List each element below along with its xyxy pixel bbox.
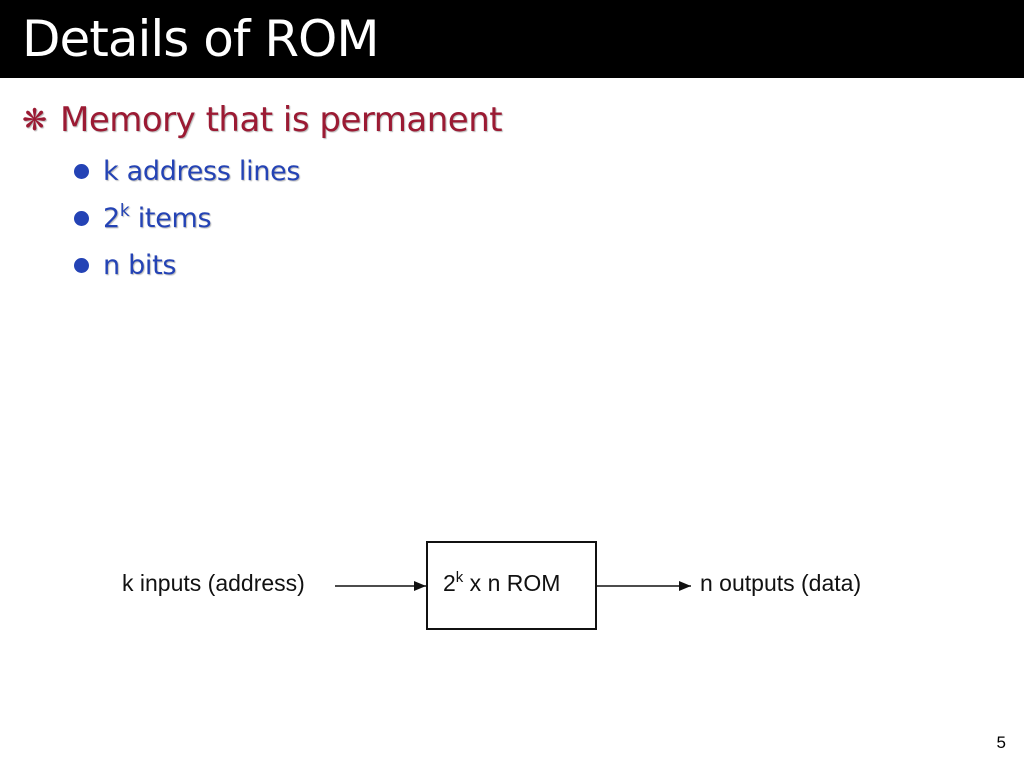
input-label: k inputs (address) — [122, 570, 305, 596]
sub-bullet-text: k address lines — [103, 155, 301, 187]
sub-bullet-rest: items — [129, 202, 212, 234]
page-number: 5 — [996, 733, 1006, 752]
slide-title: Details of ROM — [22, 10, 380, 68]
output-label: n outputs (data) — [700, 570, 862, 596]
sub-bullet-base: 2 — [103, 202, 120, 234]
sub-bullet-text: 2k items — [103, 200, 212, 234]
asterisk-icon: ❋ — [22, 102, 47, 138]
dot-icon — [74, 257, 89, 273]
title-bar: Details of ROM — [0, 0, 1024, 78]
sub-bullet-exponent: k — [119, 200, 130, 221]
rom-block-rest: x n ROM — [463, 570, 561, 596]
rom-diagram: k inputs (address) 2k x n ROM n outputs … — [0, 530, 1024, 650]
rom-block-exponent: k — [455, 569, 464, 586]
main-bullet: ❋ Memory that is permanent — [22, 96, 503, 144]
sub-bullet: k address lines — [74, 151, 300, 191]
rom-block — [426, 541, 597, 630]
main-bullet-text: Memory that is permanent — [60, 100, 503, 140]
sub-bullet: n bits — [74, 245, 177, 285]
dot-icon — [74, 163, 89, 179]
rom-diagram-svg — [335, 541, 691, 630]
rom-block-base: 2 — [443, 570, 456, 596]
sub-bullet: 2k items — [74, 198, 212, 238]
sub-bullet-text: n bits — [103, 249, 177, 281]
rom-block-label: 2k x n ROM — [443, 570, 560, 597]
dot-icon — [74, 210, 89, 226]
